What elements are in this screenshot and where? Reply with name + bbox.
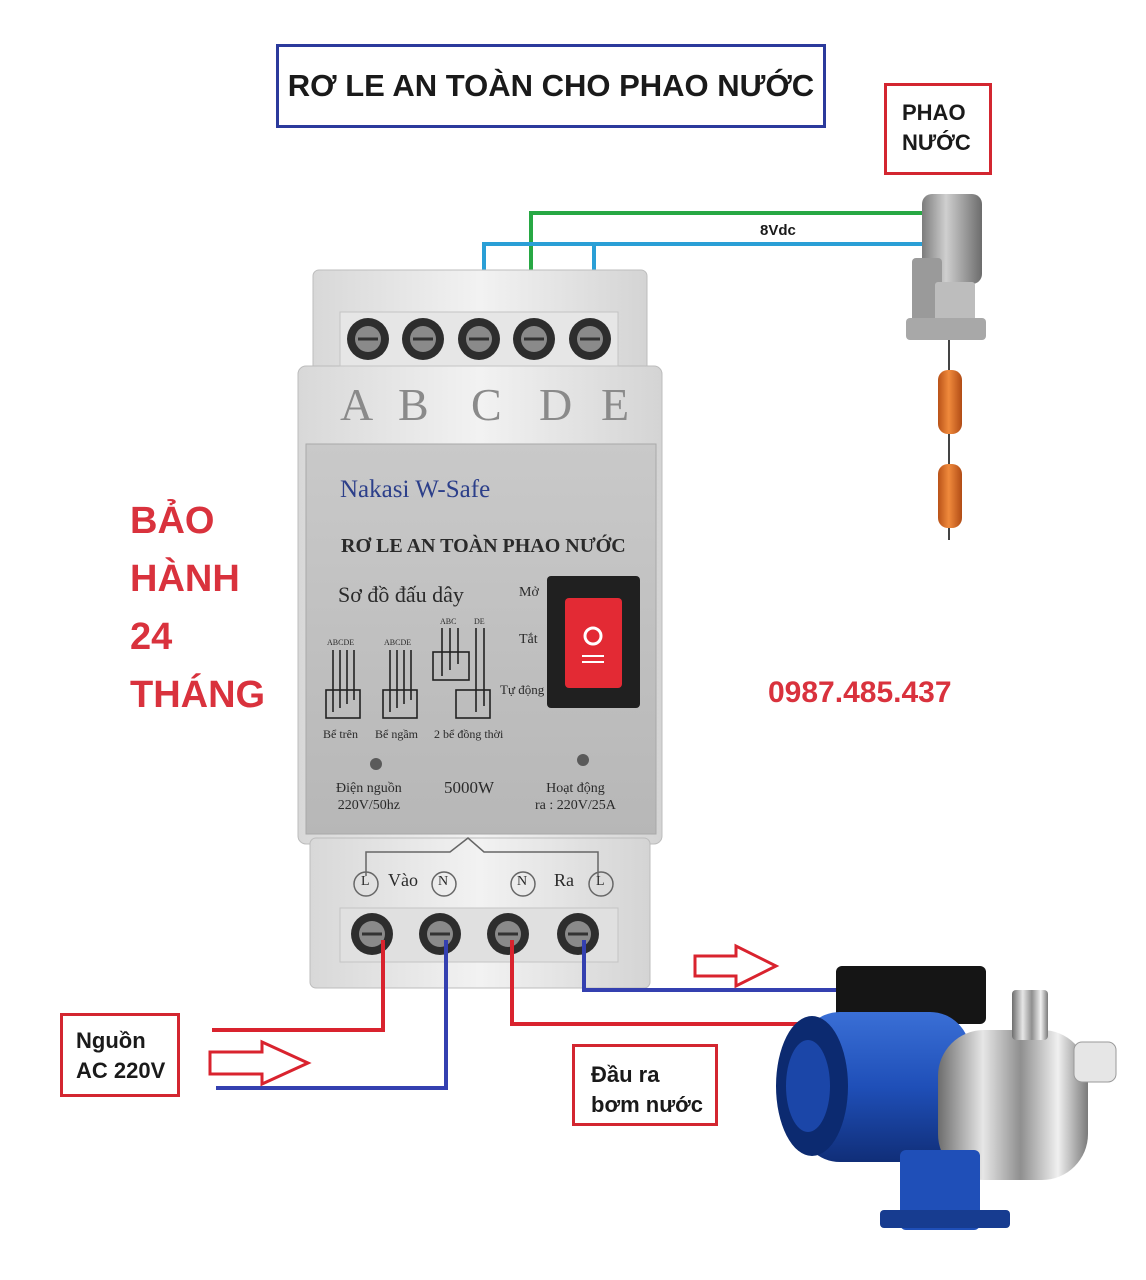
terminal-letter-e: E: [601, 379, 630, 430]
warranty-line4: THÁNG: [130, 674, 266, 716]
device-product-title: RƠ LE AN TOÀN PHAO NƯỚC: [341, 535, 626, 557]
switch-label-off: Tắt: [519, 632, 538, 647]
wiring-pictograms: [325, 628, 491, 719]
terminal-letter-c: C: [471, 379, 502, 430]
bottom-label-out: Ra: [554, 870, 574, 890]
mode-switch[interactable]: [547, 576, 640, 708]
terminal-letter-d: D: [539, 379, 573, 430]
terminal-screw-a[interactable]: [347, 318, 389, 360]
warranty-text: BẢO HÀNH 24 THÁNG: [130, 492, 265, 724]
pictogram-caption-2: Bể ngầm: [375, 727, 418, 741]
pictogram-header-4: DE: [474, 617, 485, 626]
terminal-screw-l-in[interactable]: [351, 913, 393, 955]
warranty-line3: 24: [130, 616, 173, 658]
output-rating-label-line2: ra : 220V/25A: [535, 798, 616, 813]
pictogram-header-3: ABC: [440, 617, 457, 626]
pictogram-caption-1: Bể trên: [323, 727, 358, 741]
pictogram-caption-3: 2 bể đồng thời: [434, 727, 504, 741]
water-pump: [776, 966, 1117, 1230]
power-input-label-line2: 220V/50hz: [337, 798, 400, 813]
pump-output-label-line1: Đầu ra: [591, 1062, 660, 1087]
wire-red-pump: [510, 940, 878, 1026]
float-upper: [938, 370, 962, 434]
power-led: [370, 758, 382, 770]
bottom-label-in: Vào: [388, 870, 418, 890]
relay-device: [297, 269, 663, 989]
float-sensor-label: PHAO NƯỚC: [884, 83, 992, 175]
power-source-label-line1: Nguồn: [76, 1028, 146, 1053]
float-lower: [938, 464, 962, 528]
pictogram-header-2: ABCDE: [384, 638, 412, 647]
power-input-label-line1: Điện nguồn: [336, 781, 402, 796]
pump-output-label: Đầu ra bơm nước: [572, 1044, 718, 1126]
wiring-title: Sơ đồ đấu dây: [338, 582, 464, 607]
bottom-label-l-out: L: [596, 874, 605, 889]
terminal-screw-b[interactable]: [402, 318, 444, 360]
phone-number[interactable]: 0987.485.437: [768, 676, 952, 709]
float-sensor-label-line1: PHAO: [902, 100, 966, 125]
terminal-screw-n-out[interactable]: [487, 913, 529, 955]
terminal-screw-d[interactable]: [513, 318, 555, 360]
pictogram-header-1: ABCDE: [327, 638, 355, 647]
switch-label-on: Mở: [519, 585, 539, 600]
arrow-output: [693, 943, 780, 989]
device-brand: Nakasi W-Safe: [340, 476, 491, 503]
power-rating: 5000W: [444, 778, 495, 797]
status-led: [577, 754, 589, 766]
warranty-line1: BẢO: [130, 500, 215, 542]
terminal-screw-e[interactable]: [569, 318, 611, 360]
warranty-line2: HÀNH: [130, 558, 240, 600]
terminal-screw-c[interactable]: [458, 318, 500, 360]
power-input-label: Điện nguồn 220V/50hz: [336, 780, 402, 814]
wire-blue-pump: [582, 940, 878, 992]
pump-output-label-line2: bơm nước: [591, 1092, 703, 1117]
bottom-label-n-in: N: [438, 874, 449, 889]
power-source-label-line2: AC 220V: [76, 1058, 166, 1083]
terminal-letter-a: A: [340, 379, 374, 430]
terminal-screw-l-out[interactable]: [557, 913, 599, 955]
top-terminal-block: [339, 311, 619, 367]
bottom-terminal-block: [339, 907, 619, 963]
bottom-label-n-out: N: [517, 874, 528, 889]
float-sensor: [906, 194, 986, 540]
float-sensor-label-line2: NƯỚC: [902, 130, 971, 155]
terminal-letter-b: B: [398, 379, 429, 430]
diagram-title: RƠ LE AN TOÀN CHO PHAO NƯỚC: [276, 44, 826, 128]
wire-red-source: [212, 940, 385, 1032]
terminal-screw-n-in[interactable]: [419, 913, 461, 955]
output-rating-label-line1: Hoạt động: [546, 781, 605, 796]
wire-blue-source: [216, 940, 448, 1090]
power-source-label: Nguồn AC 220V: [60, 1013, 180, 1097]
voltage-label: 8Vdc: [760, 222, 796, 239]
switch-label-auto: Tự động: [500, 682, 545, 697]
output-rating-label: Hoạt động ra : 220V/25A: [535, 780, 616, 814]
bottom-label-l-in: L: [361, 874, 370, 889]
arrow-source: [208, 1039, 312, 1087]
